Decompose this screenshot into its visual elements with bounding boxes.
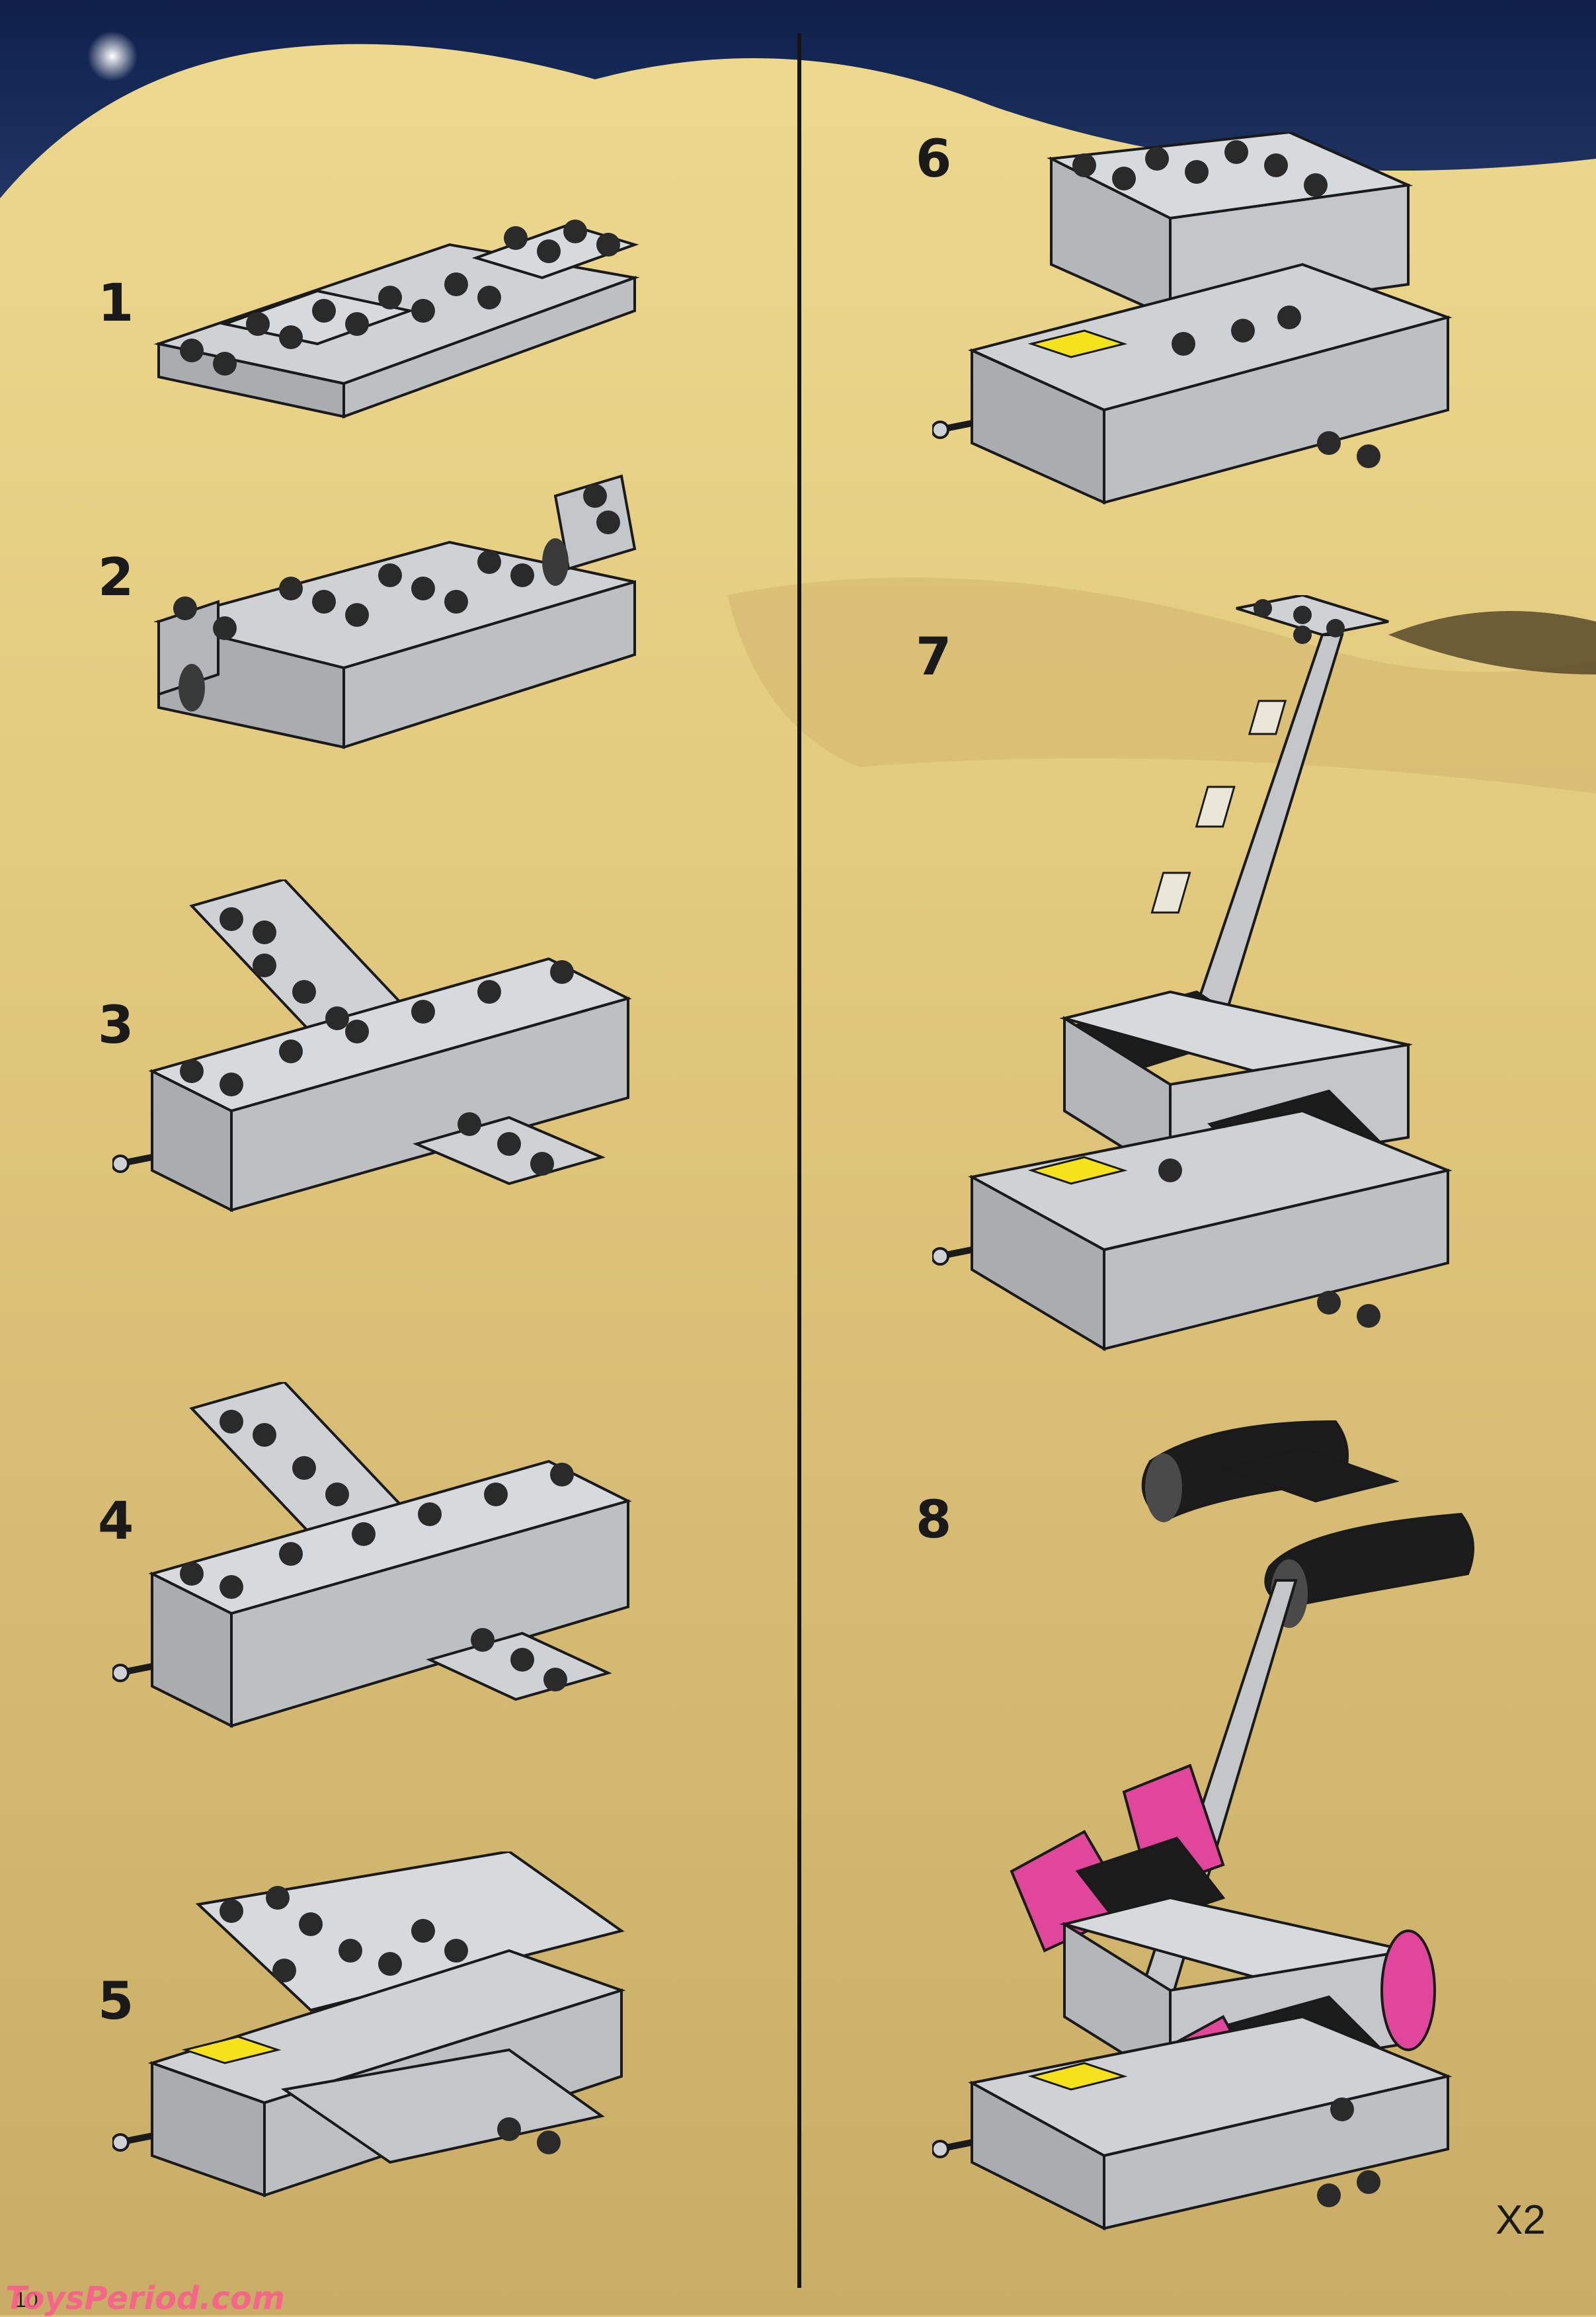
step-3-model [112,879,632,1213]
step-number-4: 4 [98,1492,134,1551]
step-2-model [153,474,637,749]
column-divider [797,33,801,2288]
step-number-8: 8 [916,1490,952,1550]
step-number-5: 5 [98,1972,134,2031]
page-number: 10 [15,2288,38,2312]
step-5-model [112,1851,626,2197]
step-number-7: 7 [916,628,952,687]
step-number-2: 2 [98,548,134,608]
step-8-model [932,1420,1474,2231]
watermark: ToysPeriod.com [5,2280,285,2317]
quantity-multiplier: X2 [1496,2197,1546,2243]
step-6-model [932,132,1453,505]
step-number-6: 6 [916,130,952,189]
step-4-model [112,1382,632,1728]
step-number-3: 3 [98,996,134,1055]
step-number-1: 1 [98,274,134,333]
step-1-model [153,220,640,419]
step-7-model [932,595,1453,1352]
